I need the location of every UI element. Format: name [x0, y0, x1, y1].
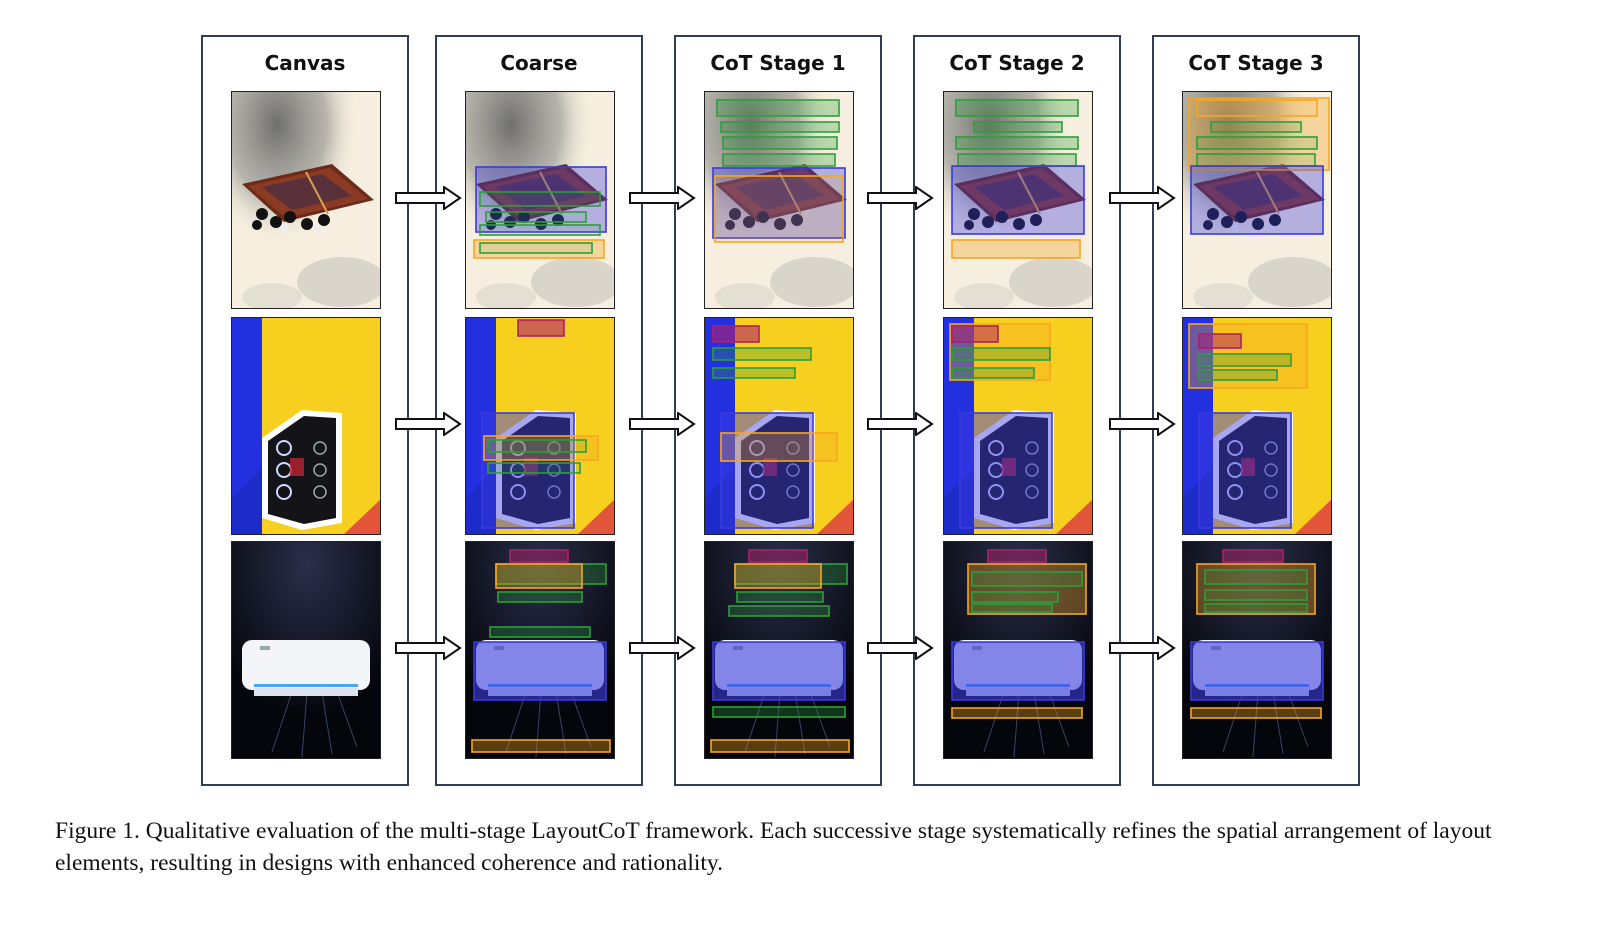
poster-image: [1183, 318, 1331, 534]
poster-image: [944, 542, 1092, 758]
panel-board-game-cot-stage-1: [704, 91, 854, 309]
poster-image: [705, 92, 853, 308]
arrow-icon: [1108, 635, 1176, 661]
panel-pc-case-coarse: [465, 317, 615, 535]
poster-image: [1183, 92, 1331, 308]
poster-image: [466, 318, 614, 534]
panel-board-game-cot-stage-3: [1182, 91, 1332, 309]
poster-image: [466, 92, 614, 308]
panel-board-game-coarse: [465, 91, 615, 309]
panel-air-conditioner-cot-stage-1: [704, 541, 854, 759]
column-title-coarse: Coarse: [500, 51, 578, 75]
panel-pc-case-cot-stage-2: [943, 317, 1093, 535]
panel-air-conditioner-cot-stage-3: [1182, 541, 1332, 759]
poster-image: [1183, 542, 1331, 758]
panel-air-conditioner-canvas: [231, 541, 381, 759]
poster-image: [944, 318, 1092, 534]
panel-board-game-canvas: [231, 91, 381, 309]
arrow-icon: [1108, 411, 1176, 437]
panel-pc-case-canvas: [231, 317, 381, 535]
poster-image: [232, 318, 380, 534]
column-title-cot-stage-2: CoT Stage 2: [949, 51, 1085, 75]
panel-pc-case-cot-stage-3: [1182, 317, 1332, 535]
arrow-icon: [866, 411, 934, 437]
arrow-icon: [394, 411, 462, 437]
poster-image: [944, 92, 1092, 308]
arrow-icon: [394, 635, 462, 661]
poster-image: [232, 542, 380, 758]
poster-image: [232, 92, 380, 308]
panel-board-game-cot-stage-2: [943, 91, 1093, 309]
panel-air-conditioner-cot-stage-2: [943, 541, 1093, 759]
arrow-icon: [394, 185, 462, 211]
arrow-icon: [628, 185, 696, 211]
column-title-cot-stage-1: CoT Stage 1: [710, 51, 846, 75]
column-title-canvas: Canvas: [264, 51, 346, 75]
poster-image: [705, 318, 853, 534]
figure-caption: Figure 1. Qualitative evaluation of the …: [55, 818, 1492, 876]
arrow-icon: [628, 635, 696, 661]
arrow-icon: [628, 411, 696, 437]
arrow-icon: [866, 635, 934, 661]
panel-pc-case-cot-stage-1: [704, 317, 854, 535]
column-title-cot-stage-3: CoT Stage 3: [1188, 51, 1324, 75]
arrow-icon: [866, 185, 934, 211]
poster-image: [705, 542, 853, 758]
panel-air-conditioner-coarse: [465, 541, 615, 759]
arrow-icon: [1108, 185, 1176, 211]
poster-image: [466, 542, 614, 758]
